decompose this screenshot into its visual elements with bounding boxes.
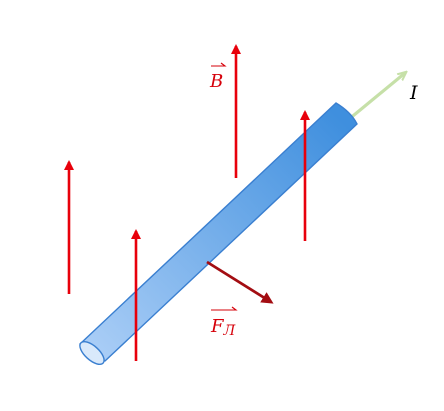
label-b-text: B bbox=[209, 71, 223, 92]
svg-text:FЛ: FЛ bbox=[210, 316, 236, 339]
label-force: FЛ bbox=[210, 306, 238, 339]
force-arrow bbox=[206, 260, 274, 304]
vector-harpoon-b bbox=[211, 62, 227, 67]
conductor-cylinder bbox=[79, 102, 358, 366]
label-current: I bbox=[409, 82, 418, 104]
label-force-subscript: Л bbox=[223, 323, 236, 339]
vector-harpoon-f bbox=[211, 306, 238, 311]
conductor-end-cap bbox=[79, 340, 105, 366]
label-magnetic-field: B bbox=[209, 62, 227, 92]
label-force-text: F bbox=[210, 316, 225, 337]
current-arrow bbox=[346, 73, 405, 122]
